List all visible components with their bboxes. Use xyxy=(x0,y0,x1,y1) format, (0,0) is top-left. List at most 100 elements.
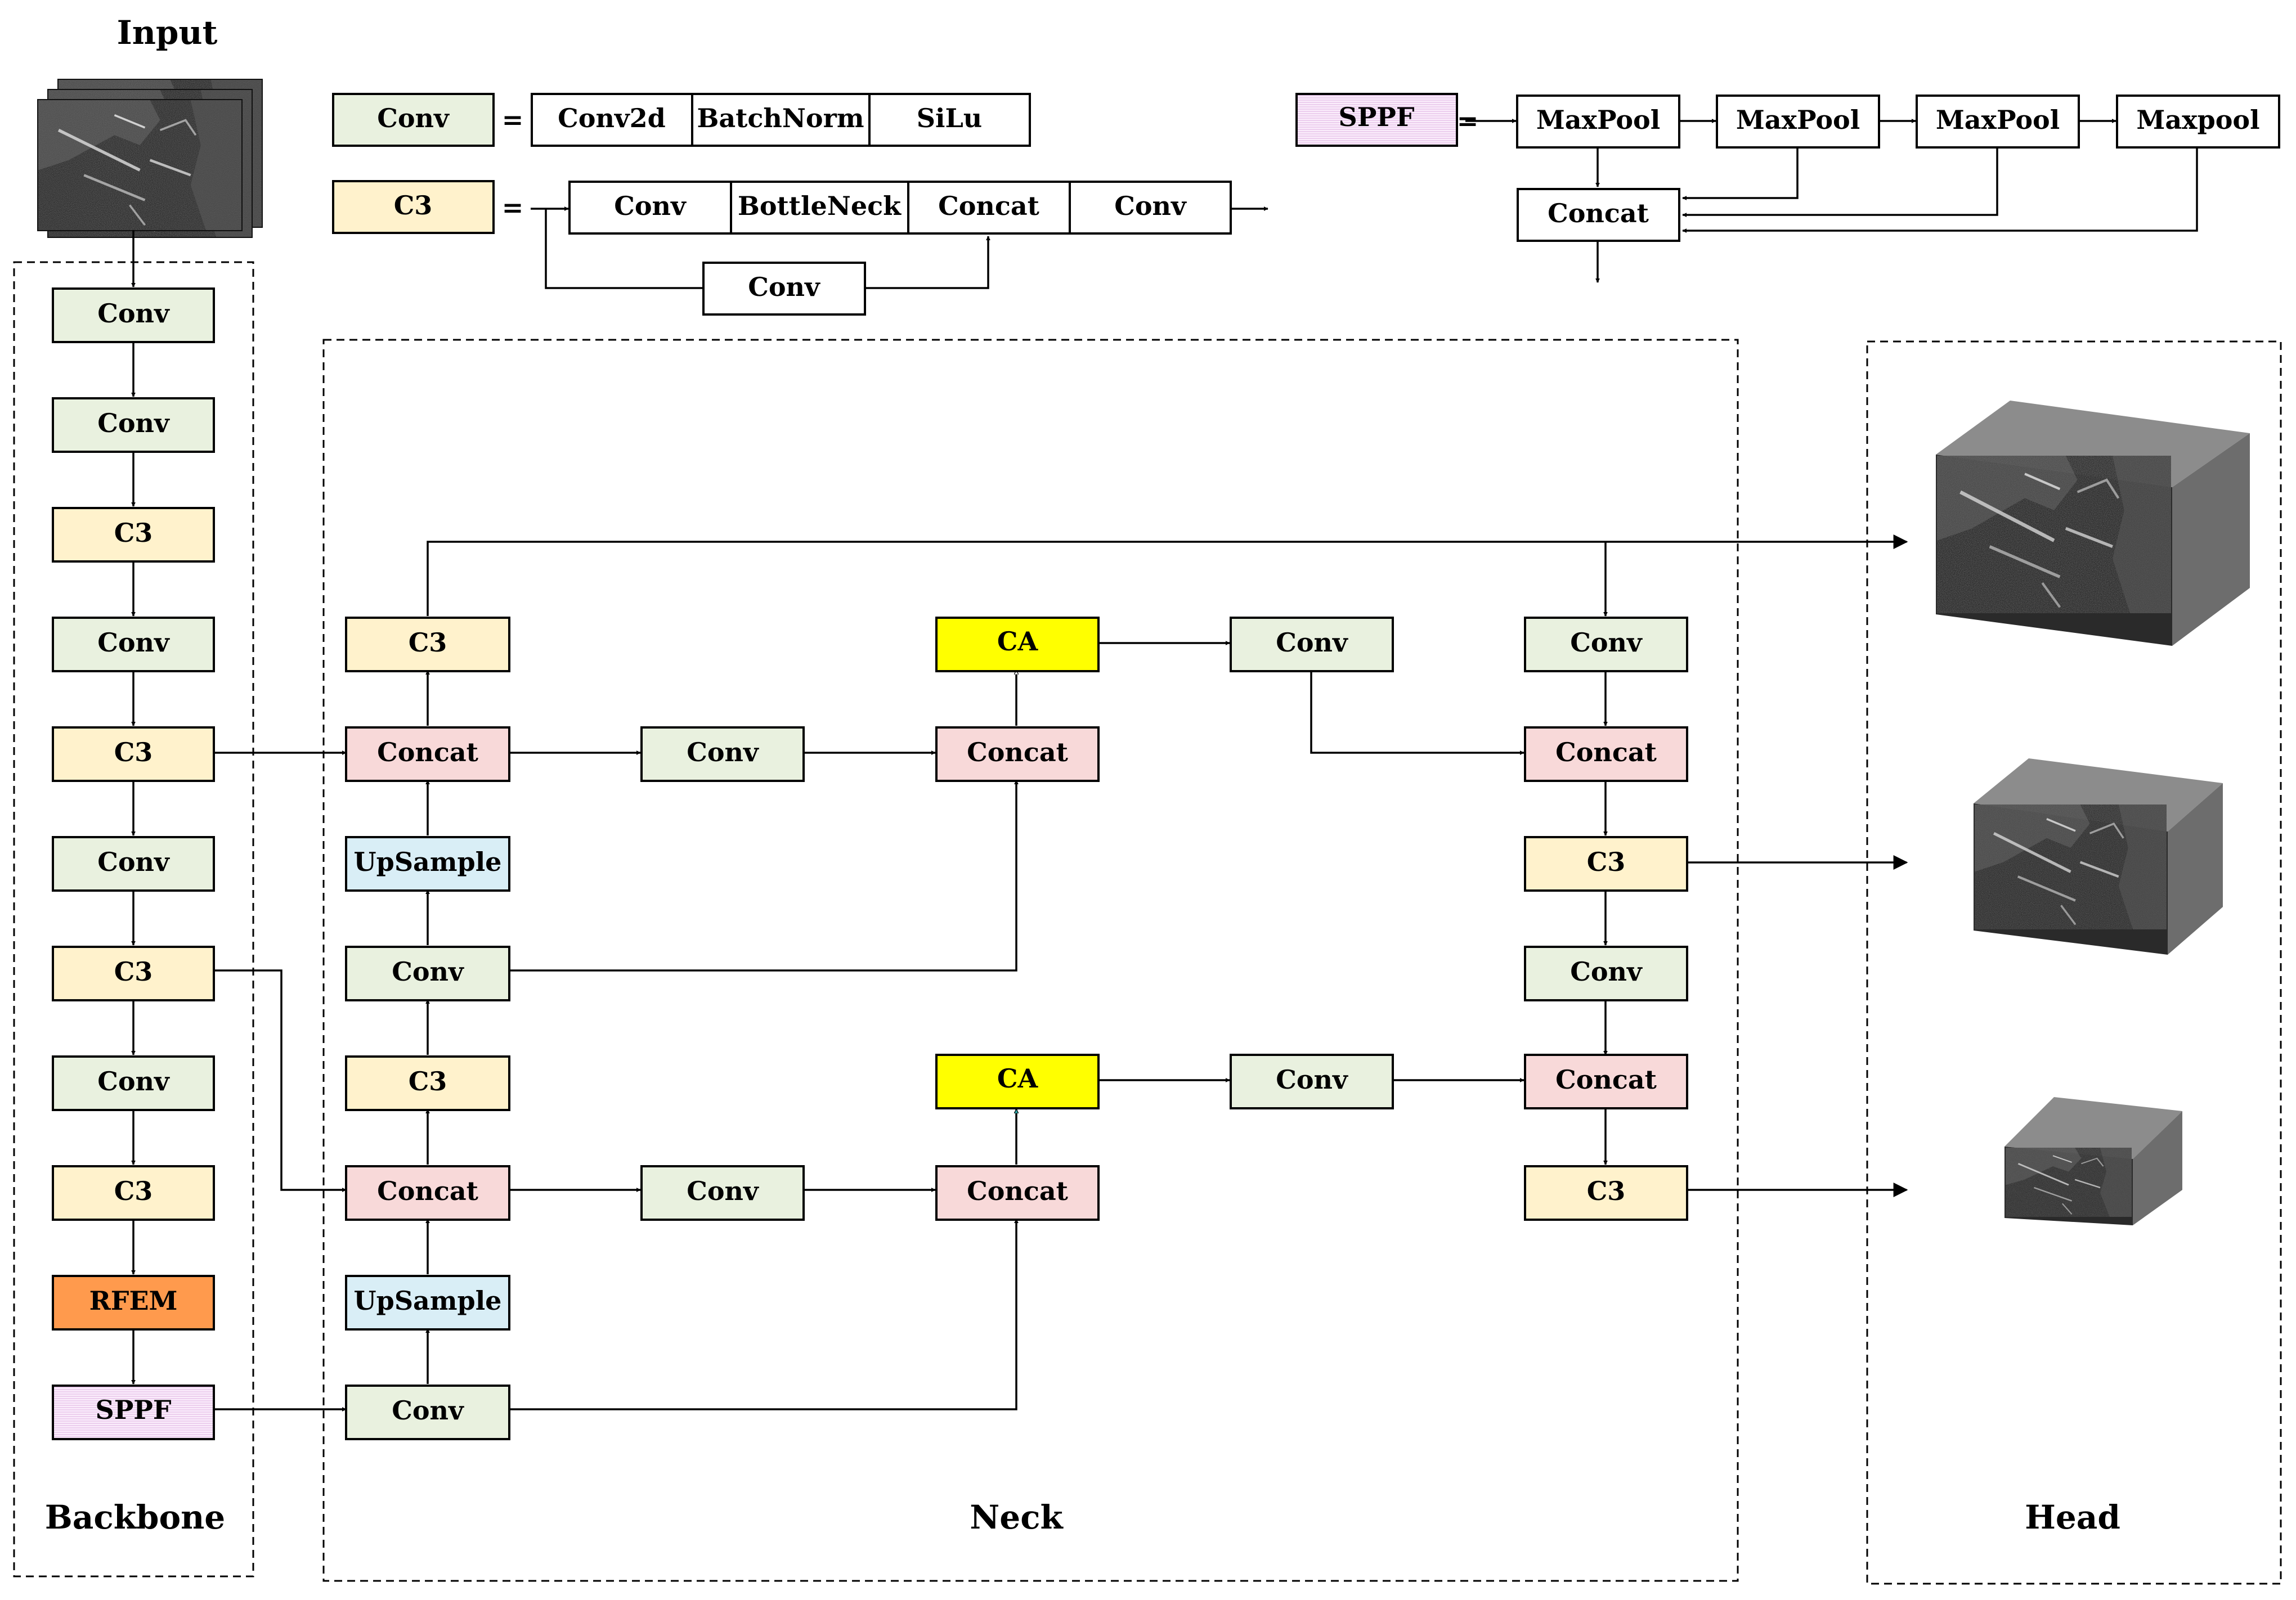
svg-text:Concat: Concat xyxy=(938,191,1040,221)
svg-text:Conv: Conv xyxy=(687,737,759,767)
neck-c3-out-2: C3 xyxy=(1524,1165,1688,1221)
neck-conv-7: Conv xyxy=(1524,617,1688,672)
svg-text:C3: C3 xyxy=(1587,847,1626,877)
neck-c3-top: C3 xyxy=(345,617,510,672)
head-feature-map-medium xyxy=(1974,758,2223,955)
neck-ca-2: CA xyxy=(935,1054,1100,1109)
backbone-c3-4: C3 xyxy=(52,1165,215,1221)
backbone-c3-2: C3 xyxy=(52,726,215,782)
svg-text:BatchNorm: BatchNorm xyxy=(697,103,864,133)
neck-conv-4: Conv xyxy=(640,1165,805,1221)
svg-text:Maxpool: Maxpool xyxy=(2136,105,2259,135)
legend-conv-conv2d: Conv2d xyxy=(531,93,693,147)
svg-text:C3: C3 xyxy=(394,190,433,221)
neck-upsample-1: UpSample xyxy=(345,836,510,892)
svg-text:Conv2d: Conv2d xyxy=(558,103,666,133)
legend-c3-skip-conv: Conv xyxy=(702,262,866,316)
neck-column-2: Conv Conv xyxy=(640,726,805,1221)
svg-text:Concat: Concat xyxy=(967,737,1069,767)
legend-conv-equals: = xyxy=(502,105,524,135)
svg-text:C3: C3 xyxy=(114,956,153,987)
legend-c3-equals: = xyxy=(502,192,524,223)
neck-ca-1: CA xyxy=(935,617,1100,672)
legend-c3-conv-a: Conv xyxy=(568,181,732,235)
svg-text:Conv: Conv xyxy=(97,298,170,329)
neck-column-3: CA Concat CA Concat xyxy=(935,617,1100,1221)
svg-text:Conv: Conv xyxy=(377,103,450,133)
svg-text:C3: C3 xyxy=(114,737,153,767)
svg-text:Conv: Conv xyxy=(97,627,170,658)
svg-text:MaxPool: MaxPool xyxy=(1736,105,1860,135)
neck-conv-8: Conv xyxy=(1524,946,1688,1001)
neck-conv-6: Conv xyxy=(1230,1054,1394,1109)
svg-text:Conv: Conv xyxy=(1276,1064,1348,1095)
svg-text:Conv: Conv xyxy=(748,272,820,302)
svg-text:Conv: Conv xyxy=(392,1395,464,1426)
svg-text:C3: C3 xyxy=(114,518,153,548)
neck-concat-5: Concat xyxy=(1524,726,1688,782)
svg-text:Concat: Concat xyxy=(377,737,479,767)
legend-conv-batchnorm: BatchNorm xyxy=(691,93,871,147)
legend-sppf-block: SPPF xyxy=(1295,93,1458,147)
backbone-label: Backbone xyxy=(45,1498,225,1536)
svg-text:C3: C3 xyxy=(409,1066,447,1096)
svg-text:UpSample: UpSample xyxy=(354,1286,502,1316)
svg-text:C3: C3 xyxy=(1587,1176,1626,1206)
neck-c3-out-1: C3 xyxy=(1524,836,1688,892)
neck-label: Neck xyxy=(970,1498,1064,1536)
legend-conv: Conv = Conv2d BatchNorm SiLu xyxy=(332,93,1031,147)
neck-concat-3: Concat xyxy=(935,726,1100,782)
backbone-blocks: Conv Conv C3 Conv C3 Conv C3 Conv C3 RFE… xyxy=(52,287,215,1440)
svg-text:BottleNeck: BottleNeck xyxy=(738,191,902,221)
neck-concat-1: Concat xyxy=(345,726,510,782)
input-label: Input xyxy=(117,14,218,52)
svg-text:SPPF: SPPF xyxy=(95,1395,171,1425)
backbone-rfem: RFEM xyxy=(52,1275,215,1331)
svg-text:Conv: Conv xyxy=(1570,627,1643,658)
neck-frame xyxy=(322,339,1739,1582)
backbone-conv-2: Conv xyxy=(52,397,215,453)
svg-text:Conv: Conv xyxy=(97,1066,170,1096)
svg-text:Concat: Concat xyxy=(1548,198,1649,228)
backbone-c3-1: C3 xyxy=(52,507,215,563)
neck-conv-1: Conv xyxy=(345,946,510,1001)
legend-conv-block: Conv xyxy=(332,93,495,147)
svg-text:CA: CA xyxy=(997,1063,1039,1094)
legend-sppf-concat: Concat xyxy=(1517,188,1680,242)
backbone-conv-1: Conv xyxy=(52,287,215,343)
svg-text:C3: C3 xyxy=(114,1176,153,1206)
legend-sppf: SPPF = MaxPool MaxPool MaxPool Maxpool C… xyxy=(1295,93,2280,242)
svg-text:Conv: Conv xyxy=(614,191,687,221)
neck-upsample-2: UpSample xyxy=(345,1275,510,1331)
backbone-conv-4: Conv xyxy=(52,836,215,892)
legend-sppf-equals: = xyxy=(1457,106,1479,136)
neck-c3-mid: C3 xyxy=(345,1055,510,1111)
svg-text:MaxPool: MaxPool xyxy=(1536,105,1660,135)
svg-text:SPPF: SPPF xyxy=(1338,102,1414,132)
svg-text:SiLu: SiLu xyxy=(917,103,982,133)
svg-text:RFEM: RFEM xyxy=(89,1286,178,1316)
neck-conv-2: Conv xyxy=(345,1385,510,1440)
svg-text:Conv: Conv xyxy=(97,847,170,877)
backbone-sppf: SPPF xyxy=(52,1385,215,1440)
svg-text:C3: C3 xyxy=(409,627,447,658)
legend-c3-bottleneck: BottleNeck xyxy=(730,181,909,235)
neck-column-1: C3 Concat UpSample Conv C3 Concat UpSamp… xyxy=(345,617,510,1440)
head-label: Head xyxy=(2025,1498,2120,1536)
svg-text:Conv: Conv xyxy=(392,956,464,987)
neck-concat-2: Concat xyxy=(345,1165,510,1221)
legend-sppf-maxpool-4: Maxpool xyxy=(2116,95,2280,149)
backbone-c3-3: C3 xyxy=(52,946,215,1001)
legend-c3-conv-b: Conv xyxy=(1069,181,1232,235)
svg-text:Conv: Conv xyxy=(97,408,170,438)
svg-text:Concat: Concat xyxy=(967,1176,1069,1206)
backbone-conv-3: Conv xyxy=(52,617,215,672)
svg-text:MaxPool: MaxPool xyxy=(1936,105,2060,135)
backbone-conv-5: Conv xyxy=(52,1055,215,1111)
neck-conv-5: Conv xyxy=(1230,617,1394,672)
connections xyxy=(131,119,2198,1412)
legend-sppf-maxpool-3: MaxPool xyxy=(1916,95,2080,149)
input-image-stack xyxy=(37,79,263,238)
neck-column-4: Conv Conv xyxy=(1230,617,1394,1109)
